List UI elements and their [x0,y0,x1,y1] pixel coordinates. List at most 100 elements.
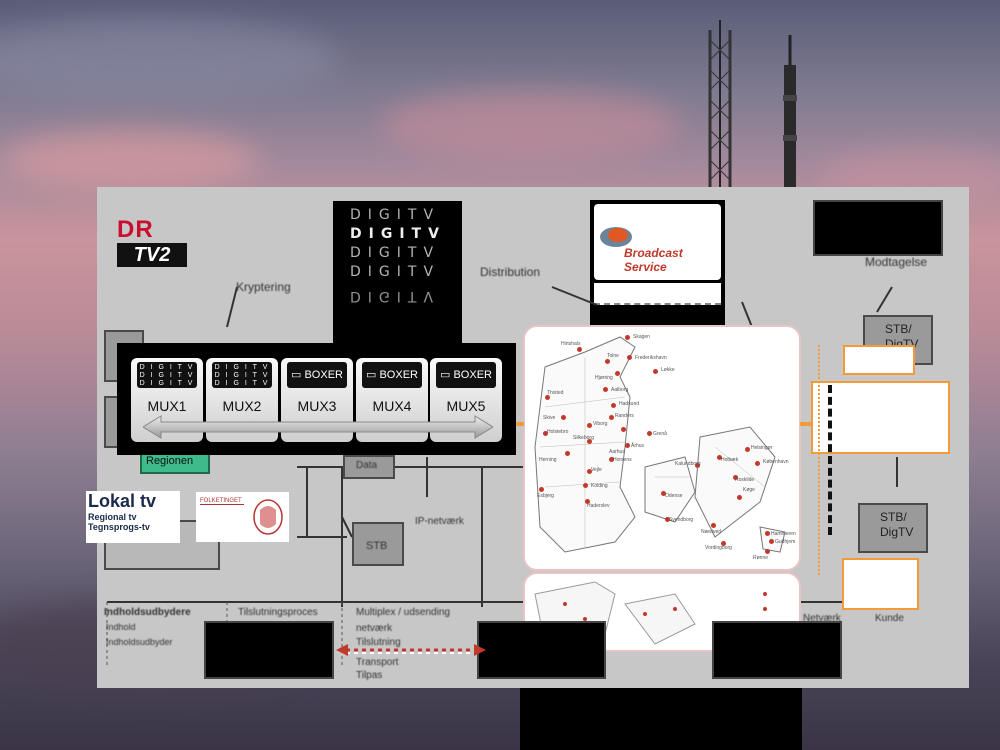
map-city-name: Vordingborg [705,545,732,551]
map-city-marker [603,387,608,392]
map-city-name: Herning [539,457,557,463]
mux-label: MUX1 [147,398,187,414]
bottom-col4-title: Netværk [803,613,841,624]
map-city-marker [769,539,774,544]
lokal-tv-sub2: Tegnsprogs-tv [88,522,150,532]
bottom-col3-title: Multiplex / udsending [356,607,450,618]
map-city-name: Hjørring [595,375,613,381]
mux-label: MUX3 [297,398,337,414]
dotted-connector [818,345,820,575]
map-city-marker [587,423,592,428]
label-distribution: Distribution [480,265,541,279]
map-city-name: Kalundborg [675,461,701,467]
highlight-box-3 [842,558,919,610]
connector-line-white [516,422,524,426]
boxer-logo-text: BOXER [304,369,343,381]
cloud [0,20,340,100]
map-city-marker [609,457,614,462]
dr-logo: DR TV2 [117,218,189,267]
label-kryptering: Kryptering [236,280,291,294]
map-city-name: Aarhus [609,449,625,455]
blank-box-bottom-2 [477,621,606,679]
double-arrow-icon [143,415,493,439]
map-city-name: Frederikshavn [635,355,667,361]
bottom-col3-l4: Tilpas [356,670,383,681]
map-city-marker [565,451,570,456]
label-stb-mid: STB [366,540,388,552]
stb-box-bottom [858,503,928,553]
data-box [343,455,395,479]
blank-box-top-right [813,200,943,256]
map-city-marker [755,461,760,466]
blank-box-bottom-3 [712,621,842,679]
denmark-map-outline [534,336,786,553]
bottom-col2-title: Tilslutningsproces [238,607,318,618]
map-city-name: Svendborg [669,517,694,523]
lokal-tv-title: Lokal tv [88,491,157,511]
map-city-marker [647,431,652,436]
digitv-line: DIGITV [350,226,446,242]
map-city-name: Kolding [591,483,608,489]
label-ip: IP-netværk [415,516,464,527]
folketinget-text: FOLKETINGET [200,498,244,505]
map-city-marker [625,443,630,448]
map-city-name: Horsens [613,457,632,463]
map-city-marker [745,447,750,452]
map-city-name: Hammeren [771,531,796,537]
mux-label: MUX4 [372,398,412,414]
boxer-logo-text: BOXER [453,369,492,381]
label-modtagelse: Modtagelse [865,255,928,269]
map-city-name: Tolne [607,353,619,359]
map-city-name: Køge [743,487,755,493]
lokal-tv-sub1: Regional tv [88,512,137,522]
boxer-logo: ▭ BOXER [362,362,422,388]
blank-box-bottom-1 [204,621,334,679]
stb-mid-box [352,522,404,566]
folketinget-seal-icon [253,499,283,535]
map-city-name: Odense [665,493,683,499]
map-city-name: Haderslev [587,503,610,509]
label-regionen: Regionen [146,455,194,467]
map-city-marker [765,531,770,536]
map-city-marker [543,431,548,436]
lokal-tv-logo: Lokal tv Regional tv Tegnsprogs-tv [86,491,180,543]
map-city-name: Silkeborg [573,435,594,441]
digitv-lines: DIGITV DIGITV DIGITV DIGITV DIGITV [350,206,450,305]
map-city-name: Esbjerg [537,493,554,499]
folketinget-logo: FOLKETINGET [196,492,289,542]
denmark-map: Skagen Hirtshals Frederikshavn Tolne Hjø… [523,325,801,571]
tv2-logo-text: TV2 [117,243,187,267]
map-city-name: Rønne [753,555,769,561]
map-city-marker [737,495,742,500]
map-city-marker [609,415,614,420]
cloud [0,130,260,190]
map-city-marker [627,355,632,360]
map-city-marker [615,371,620,376]
map-city-marker [587,469,592,474]
map-city-marker [611,403,616,408]
map-city-name: Viborg [593,421,608,427]
map-city-marker [625,335,630,340]
map-city-name: Helsingør [751,445,773,451]
map-city-marker [733,475,738,480]
tower-left [708,20,732,200]
connector-line-white [800,422,812,426]
bottom-col1-l2: Indholdsudbyder [106,637,173,647]
digitv-line: DIGITV [350,264,441,280]
map-city-marker [711,523,716,528]
boxer-logo: ▭ BOXER [287,362,347,388]
digitv-logo [333,201,462,351]
broadcast-service-text: Broadcast Service [624,246,683,274]
bottom-col3-l1: netværk [356,623,393,634]
bottom-col5-title: Kunde [875,613,904,624]
boxer-logo-text: BOXER [379,369,418,381]
digitv-line: DIGITV [350,207,441,223]
mux-label: MUX2 [222,398,262,414]
map-city-name: Løkke [661,367,675,373]
bottom-col1-title: Indholdsudbydere [104,607,191,618]
map-city-marker [585,499,590,504]
broadcast-bar [594,283,721,305]
map-city-marker [605,359,610,364]
